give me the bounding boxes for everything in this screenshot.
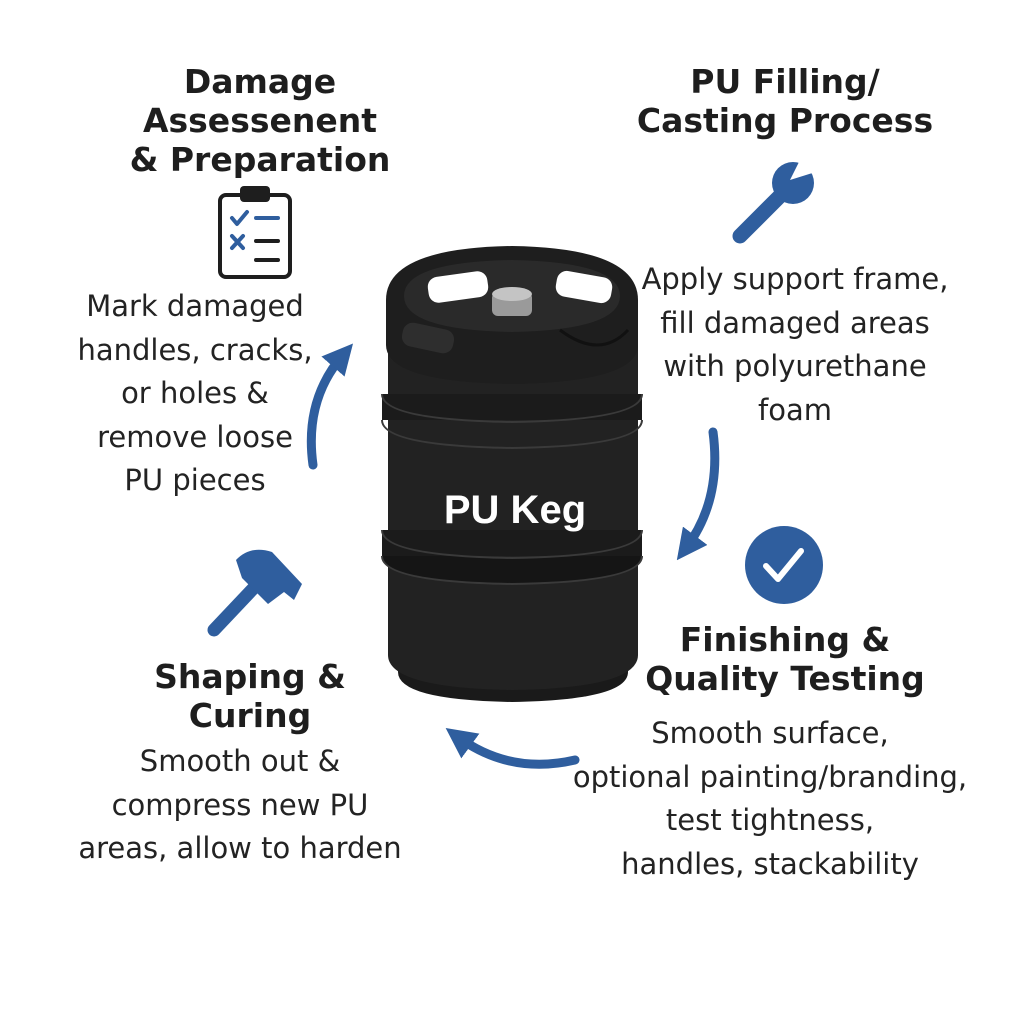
arrow-shaping-to-damage bbox=[306, 343, 354, 470]
shaping-title: Shaping & Curing bbox=[154, 657, 346, 735]
arrow-finishing-to-shaping bbox=[445, 727, 580, 769]
keg-label: PU Keg bbox=[443, 488, 587, 532]
pu-filling-description: Apply support frame, fill damaged areas … bbox=[641, 262, 949, 427]
damage-assessment-title: Damage Assessenent & Preparation bbox=[129, 62, 391, 179]
hammer-icon bbox=[207, 549, 302, 637]
wrench-icon bbox=[732, 152, 822, 244]
damage-assessment-description: Mark damaged handles, cracks, or holes &… bbox=[77, 289, 313, 497]
pu-filling-title: PU Filling/ Casting Process bbox=[636, 62, 934, 140]
finishing-description: Smooth surface, optional painting/brandi… bbox=[572, 716, 968, 881]
clipboard-checklist-icon bbox=[218, 186, 292, 279]
shaping-description: Smooth out & compress new PU areas, allo… bbox=[78, 744, 402, 865]
arrow-filling-to-finishing bbox=[676, 427, 720, 561]
check-circle-icon bbox=[745, 526, 823, 604]
finishing-title: Finishing & Quality Testing bbox=[645, 620, 925, 698]
pu-keg-illustration bbox=[381, 246, 643, 702]
